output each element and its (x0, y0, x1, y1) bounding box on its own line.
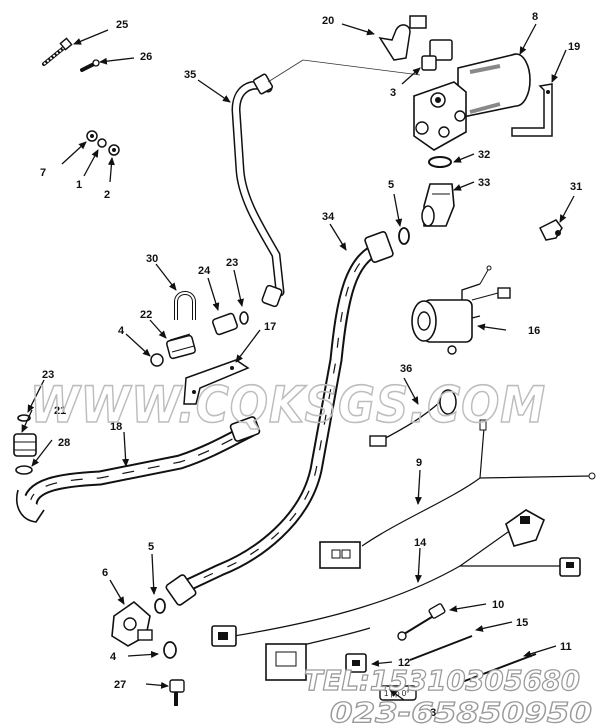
callout-4-lower: 4 (110, 651, 117, 663)
callout-17: 17 (264, 321, 276, 333)
nut-4-left (150, 353, 164, 367)
watermark-phone: 023-65850950 (330, 696, 592, 728)
callout-3: 3 (390, 87, 396, 99)
callout-14: 14 (414, 537, 427, 549)
callout-8: 8 (532, 11, 538, 23)
callout-13: 13 (424, 707, 436, 719)
harness-14 (211, 509, 581, 681)
elbow-31 (538, 219, 563, 241)
callout-19: 19 (568, 41, 580, 53)
callout-25: 25 (116, 19, 128, 31)
wire-15 (409, 635, 473, 661)
o-ring-28 (15, 465, 33, 475)
o-ring-23-left (17, 414, 31, 422)
callout-30: 30 (146, 253, 158, 265)
bolt-27 (169, 679, 185, 706)
u-bolt-30 (174, 291, 196, 320)
o-ring-5-lower (154, 598, 166, 614)
hose-35 (231, 73, 285, 308)
o-ring-32 (428, 156, 452, 168)
callout-20: 20 (322, 15, 334, 27)
clamp-20 (378, 15, 427, 61)
elbow-33 (421, 183, 455, 227)
screw-26 (80, 59, 100, 72)
fitting-21 (13, 433, 37, 457)
o-ring-4-lower (163, 641, 177, 659)
callout-4-left: 4 (118, 325, 125, 337)
hose-34 (165, 231, 394, 606)
callout-2: 2 (104, 189, 110, 201)
elbow-6 (111, 600, 153, 647)
callout-6: 6 (102, 567, 108, 579)
resistor-10 (397, 603, 446, 641)
callout-21: 21 (54, 405, 66, 417)
callout-10: 10 (492, 599, 504, 611)
callout-27: 27 (114, 679, 126, 691)
solenoid-16 (411, 265, 511, 355)
callout-labels: 25 26 7 1 2 35 20 3 8 19 32 5 33 31 34 3… (40, 11, 582, 719)
callout-7: 7 (40, 167, 46, 179)
callout-24: 24 (198, 265, 211, 277)
callout-1: 1 (76, 179, 82, 191)
sensor-36 (369, 389, 457, 447)
pump-motor-8 (413, 53, 531, 151)
callout-32: 32 (478, 149, 490, 161)
callout-34: 34 (322, 211, 335, 223)
callout-5-lower: 5 (148, 541, 154, 553)
callout-15: 15 (516, 617, 528, 629)
watermark-tel: TEL:15310305680 (304, 664, 580, 697)
callout-5-upper: 5 (388, 179, 394, 191)
callout-18: 18 (110, 421, 122, 433)
callout-28: 28 (58, 437, 70, 449)
bolt-25 (42, 37, 73, 66)
o-ring-5-upper (398, 227, 410, 245)
callout-11: 11 (560, 641, 572, 653)
hose-18 (16, 416, 261, 523)
callout-12: 12 (398, 657, 410, 669)
callout-23-upper: 23 (226, 257, 238, 269)
callout-9: 9 (416, 457, 422, 469)
connector-12 (345, 653, 367, 673)
leader-lines (21, 23, 575, 701)
callout-33: 33 (478, 177, 490, 189)
harness-9 (319, 419, 596, 569)
fitting-3 (421, 39, 453, 71)
watermark-site: WWW.CQKSGS.COM (30, 376, 546, 434)
callout-22: 22 (140, 309, 152, 321)
callout-16: 16 (528, 325, 540, 337)
callout-26: 26 (140, 51, 152, 63)
bracket-19 (511, 83, 553, 137)
fitting-24 (212, 312, 238, 336)
fitting-22 (166, 333, 196, 360)
o-ring-23-upper (239, 311, 249, 325)
wire-11 (461, 653, 537, 683)
callout-23-left: 23 (42, 369, 54, 381)
callout-35: 35 (184, 69, 196, 81)
callout-36: 36 (400, 363, 412, 375)
callout-31: 31 (570, 181, 582, 193)
washer-1 (97, 138, 107, 148)
